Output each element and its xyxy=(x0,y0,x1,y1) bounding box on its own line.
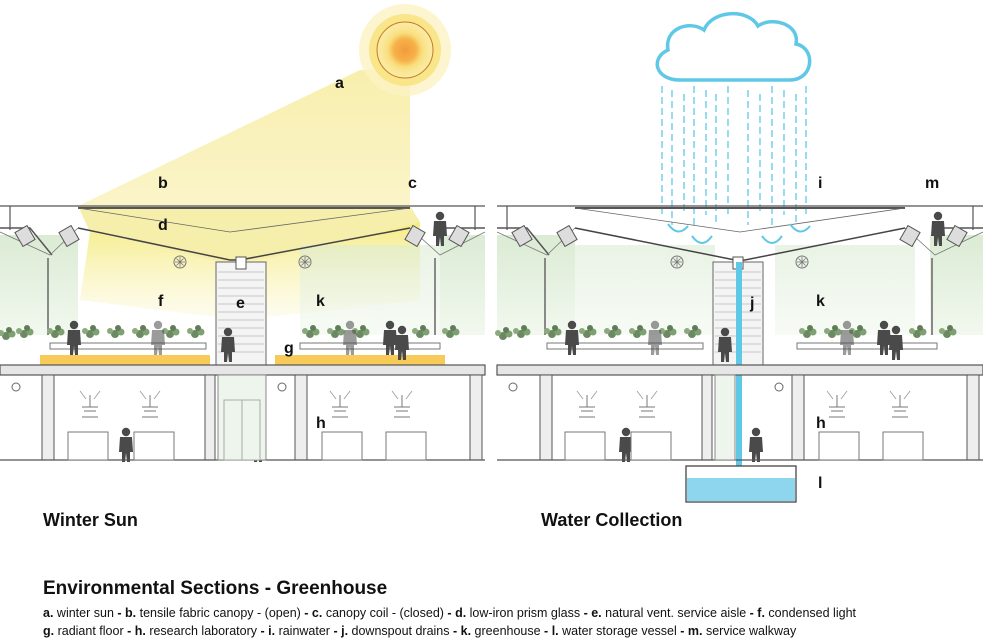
legend-text: winter sun xyxy=(56,606,114,620)
label-k: k xyxy=(816,293,825,310)
legend-separator: - xyxy=(540,624,552,638)
label-f: f xyxy=(158,293,164,310)
caption-title: Environmental Sections - Greenhouse xyxy=(43,578,388,599)
legend-text: low-iron prism glass xyxy=(469,606,581,620)
legend-text: canopy coil - (closed) xyxy=(325,606,444,620)
legend-separator: - xyxy=(123,624,135,638)
label-b: b xyxy=(158,175,168,192)
panel-winter-sun: a b c d e f k g h xyxy=(0,4,486,462)
legend-separator: - xyxy=(580,606,592,620)
planting-bench-left xyxy=(40,342,210,365)
legend-key: a. xyxy=(43,606,54,620)
legend-separator: - xyxy=(676,624,688,638)
label-m: m xyxy=(925,175,939,192)
legend-separator: - xyxy=(113,606,126,620)
legend-text: natural vent. service aisle xyxy=(605,606,747,620)
label-h: h xyxy=(316,415,326,432)
legend-key: d. xyxy=(455,606,467,620)
sun-icon xyxy=(359,4,451,96)
cloud-icon xyxy=(655,11,812,82)
legend-text: downspout drains xyxy=(351,624,450,638)
glass-bay-edge xyxy=(440,235,485,335)
legend-separator: - xyxy=(449,624,461,638)
legend-key: l. xyxy=(551,624,559,638)
legend-text: radiant floor xyxy=(57,624,124,638)
legend-key: g. xyxy=(43,624,55,638)
label-c: c xyxy=(408,175,417,192)
legend-line-1: a. winter sun - b. tensile fabric canopy… xyxy=(43,606,856,620)
legend-key: k. xyxy=(460,624,472,638)
panel-water-collection: i m j k h l xyxy=(495,11,983,503)
planting-bench-right xyxy=(275,342,445,365)
floor-slab xyxy=(0,364,486,376)
fan-icon xyxy=(173,255,187,269)
label-h: h xyxy=(816,415,826,432)
rain-icon xyxy=(661,86,807,225)
prism-glass-glow xyxy=(78,206,420,262)
legend-separator: - xyxy=(257,624,269,638)
legend-text: condensed light xyxy=(768,606,856,620)
lab-bench xyxy=(67,431,427,461)
legend-key: j. xyxy=(341,624,349,638)
legend-text: water storage vessel xyxy=(562,624,677,638)
legend-key: f. xyxy=(757,606,765,620)
legend-key: b. xyxy=(125,606,137,620)
sunlight-cone xyxy=(78,70,410,206)
legend-key: e. xyxy=(591,606,602,620)
legend-separator: - xyxy=(329,624,342,638)
glass-bay-left xyxy=(0,235,78,335)
legend-separator: - xyxy=(443,606,456,620)
legend-text: tensile fabric canopy - (open) xyxy=(139,606,301,620)
label-j: j xyxy=(749,295,754,312)
label-e: e xyxy=(236,295,245,312)
label-d: d xyxy=(158,217,168,234)
label-i: i xyxy=(818,175,822,192)
legend-key: h. xyxy=(134,624,146,638)
legend-key: c. xyxy=(311,606,323,620)
legend-separator: - xyxy=(746,606,758,620)
glass-bay-right xyxy=(300,245,440,335)
legend-text: greenhouse xyxy=(474,624,541,638)
panel-title-water-collection: Water Collection xyxy=(541,510,683,530)
panel-title-winter-sun: Winter Sun xyxy=(43,510,138,530)
radiant-floor xyxy=(275,355,445,365)
label-l: l xyxy=(818,475,822,492)
label-k: k xyxy=(316,293,325,310)
legend-text: rainwater xyxy=(278,624,330,638)
lab-column xyxy=(41,374,55,461)
label-a: a xyxy=(335,75,344,92)
legend-text: service walkway xyxy=(705,624,797,638)
legend-key: m. xyxy=(687,624,703,638)
legend-line-2: g. radiant floor - h. research laborator… xyxy=(43,624,796,638)
rain-collector xyxy=(667,223,811,244)
fan-icon xyxy=(298,255,312,269)
legend-separator: - xyxy=(300,606,312,620)
legend-key: i. xyxy=(268,624,276,638)
legend-text: research laboratory xyxy=(149,624,258,638)
label-g: g xyxy=(284,340,294,357)
